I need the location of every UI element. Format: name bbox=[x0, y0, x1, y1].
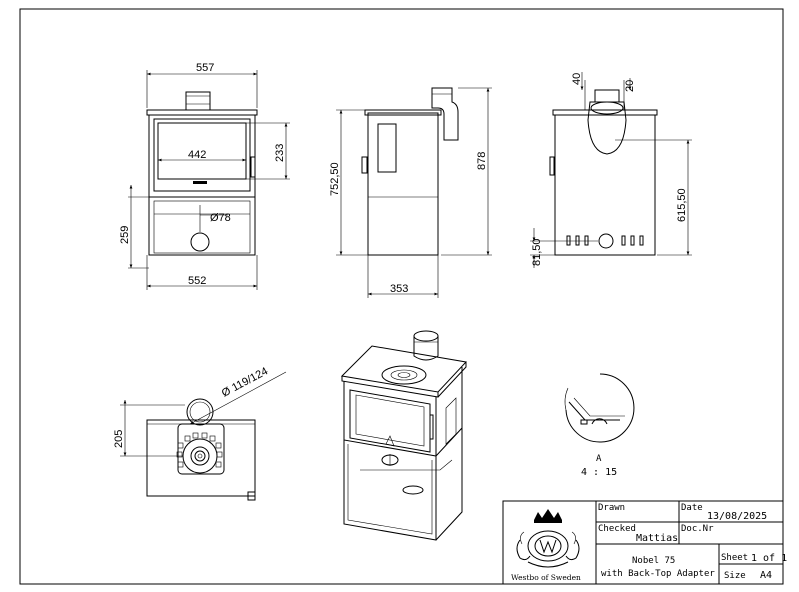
dim-body-height: 752,50 bbox=[329, 162, 341, 196]
dim-base-height: 259 bbox=[119, 226, 131, 244]
sheet-border bbox=[19, 8, 784, 585]
westbo-logo: Westbo of Sweden bbox=[511, 509, 581, 582]
size-label: Size bbox=[724, 571, 746, 581]
dim-glass-height: 233 bbox=[274, 144, 286, 162]
dim-base-width: 552 bbox=[188, 275, 206, 287]
dim-depth: 353 bbox=[390, 283, 408, 295]
back-view: 40 20 615,50 81,50 bbox=[530, 72, 692, 268]
detail-a: A 4 : 15 bbox=[564, 373, 635, 478]
dim-total-height: 878 bbox=[476, 152, 488, 170]
docnr-label: Doc.Nr bbox=[681, 524, 714, 534]
isometric-view bbox=[340, 330, 467, 541]
dim-depth-offset: 205 bbox=[113, 430, 125, 448]
dim-pipe-diameter: Ø78 bbox=[210, 212, 231, 224]
dim-lower-offset: 81,50 bbox=[531, 238, 543, 266]
top-view: Ø 119/124 205 bbox=[113, 365, 287, 501]
front-view: 557 442 233 Ø78 259 552 bbox=[119, 62, 290, 290]
size-value: A4 bbox=[760, 570, 772, 581]
dim-glass-width: 442 bbox=[188, 149, 206, 161]
detail-label: A bbox=[596, 454, 602, 464]
logo-text: Westbo of Sweden bbox=[511, 573, 581, 582]
title-line-1: Nobel 75 bbox=[632, 556, 675, 566]
sheet-label: Sheet bbox=[721, 553, 748, 563]
dim-top-offset-a: 40 bbox=[571, 73, 583, 85]
dim-overall-width: 557 bbox=[196, 62, 214, 74]
title-block: Westbo of Sweden Drawn Date 13/08/2025 C… bbox=[502, 500, 787, 585]
detail-scale: 4 : 15 bbox=[581, 467, 617, 478]
dim-top-offset-b: 20 bbox=[624, 80, 636, 92]
sheet-value: 1 of 1 bbox=[751, 553, 787, 564]
title-line-2: with Back-Top Adapter bbox=[601, 569, 715, 579]
checked-value: Mattias bbox=[636, 533, 678, 544]
drawn-label: Drawn bbox=[598, 503, 625, 513]
side-view: 752,50 878 353 bbox=[329, 87, 492, 298]
date-label: Date bbox=[681, 503, 703, 513]
date-value: 13/08/2025 bbox=[707, 511, 767, 522]
checked-label: Checked bbox=[598, 524, 636, 534]
dim-inlet-height: 615,50 bbox=[676, 188, 688, 222]
